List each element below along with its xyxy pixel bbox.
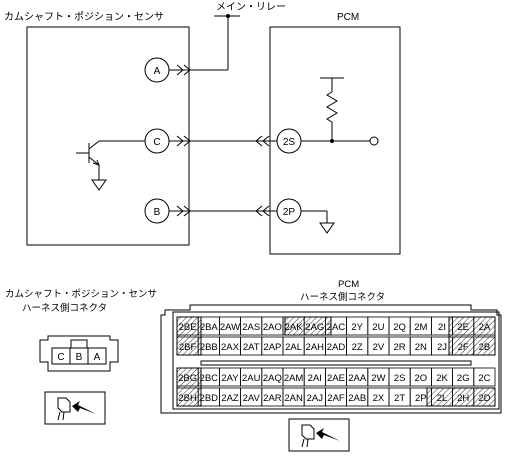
ground-symbol-pcm — [319, 222, 335, 234]
pcm-pin-label: 2X — [373, 393, 385, 404]
pcm-pin-cell — [473, 367, 496, 387]
pcm-pin-label: 2AP — [263, 342, 281, 353]
pcm-pin-cell — [473, 336, 496, 356]
sensor-connector-latch — [70, 339, 88, 349]
pcm-pin-cell — [473, 316, 496, 336]
pcm-pin-label: 2AM — [284, 373, 304, 384]
pcm-pin-label: 2Y — [351, 322, 363, 333]
sensor-pin-c-label: C — [153, 137, 160, 148]
pcm-pin-label: 2AE — [327, 373, 345, 384]
pcm-pin-label: 2O — [414, 373, 427, 384]
pcm-pin-label: 2B — [479, 342, 491, 353]
pullup-resistor — [326, 91, 338, 123]
pcm-pin-label: 2AB — [348, 393, 366, 404]
connector-arrow-a — [176, 64, 191, 76]
pcm-box — [269, 26, 401, 255]
sensor-pin-a-label: A — [154, 66, 161, 77]
pcm-pin-label: 2AK — [285, 322, 304, 333]
pcm-connector-center-rib — [200, 360, 472, 366]
pcm-input-node — [369, 136, 379, 146]
sensor-view-arrow-icon — [72, 401, 96, 414]
pcm-pin-label: 2AL — [285, 342, 302, 353]
sensor-title: カムシャフト・ポジション・センサ — [4, 11, 164, 23]
pcm-pin-label: 2T — [394, 393, 405, 404]
pcm-pin-label: 2AU — [242, 373, 261, 384]
pcm-pin-label: 2C — [478, 373, 490, 384]
pcm-pin-label: 2V — [373, 342, 385, 353]
pcm-pin-label: 2E — [457, 322, 469, 333]
pcm-title: PCM — [337, 12, 359, 23]
pcm-pin-label: 2G — [457, 373, 470, 384]
pcm-pin-label: 2BH — [178, 393, 197, 404]
pcm-pin-label: 2AJ — [307, 393, 324, 404]
pcm-pin-label: 2AH — [306, 342, 325, 353]
pcm-pin-label: 2AO — [263, 322, 282, 333]
sensor-connector-pin-a: A — [94, 352, 101, 363]
pcm-pin-label: 2N — [415, 342, 427, 353]
pcm-pin-label: 2BD — [200, 393, 219, 404]
pcm-pin-label: 2D — [478, 393, 490, 404]
pcm-pin-label: 2AV — [243, 393, 261, 404]
pcm-pin-label: 2AA — [348, 373, 367, 384]
pcm-pin-label: 2AR — [263, 393, 282, 404]
sensor-box — [26, 26, 190, 246]
pcm-pin-label: 2AD — [327, 342, 346, 353]
sensor-connector-title-2: ハーネス側コネクタ — [22, 302, 107, 314]
pcm-pin-label: 2AW — [220, 322, 240, 333]
pcm-pin-label: 2A — [479, 322, 491, 333]
sensor-view-connector-icon — [57, 397, 71, 413]
pcm-pin-label: 2AT — [243, 342, 260, 353]
pcm-pin-label: 2AG — [305, 322, 324, 333]
pcm-pin-label: 2H — [457, 393, 469, 404]
pcm-pin-label: 2AN — [284, 393, 303, 404]
pcm-pin-label: 2J — [437, 342, 447, 353]
pcm-pin-label: 2AQ — [263, 373, 282, 384]
pcm-view-direction-box — [288, 418, 350, 452]
pcm-pin-label: 2P — [415, 393, 427, 404]
pcm-pin-label: 2F — [458, 342, 469, 353]
pcm-terminal-2p-label: 2P — [283, 207, 296, 218]
pcm-pin-label: 2AX — [221, 342, 240, 353]
pcm-pin-label: 2BE — [179, 322, 197, 333]
pcm-pin-label: 2M — [414, 322, 427, 333]
sensor-view-direction-box — [44, 391, 106, 425]
pcm-pin-label: 2I — [438, 322, 446, 333]
pcm-pin-label: 2AZ — [221, 393, 239, 404]
pcm-connector-face — [172, 311, 500, 410]
ground-symbol-sensor — [91, 179, 107, 191]
pcm-pin-label: 2BF — [179, 342, 197, 353]
pcm-pin-label: 2AY — [221, 373, 239, 384]
pcm-terminal-2s-label: 2S — [283, 137, 296, 148]
main-relay-label: メイン・リレー — [216, 2, 286, 13]
pcm-pin-label: 2AC — [327, 322, 346, 333]
pcm-pin-label: 2L — [437, 393, 448, 404]
sensor-connector-pin-c: C — [57, 352, 64, 363]
pcm-pin-label: 2K — [436, 373, 448, 384]
pcm-pin-label: 2AF — [327, 393, 345, 404]
pcm-pin-label: 2U — [372, 322, 384, 333]
pcm-pin-label: 2BB — [200, 342, 218, 353]
pcm-connector-title-1: PCM — [338, 279, 359, 290]
pcm-pin-label: 2S — [394, 373, 406, 384]
pcm-connector-housing — [160, 304, 502, 414]
pcm-view-arrow-icon — [316, 428, 340, 441]
sensor-connector-pin-b: B — [76, 352, 83, 363]
pcm-pin-label: 2Z — [352, 342, 363, 353]
pcm-pin-label: 2BC — [200, 373, 219, 384]
pcm-pin-label: 2AI — [308, 373, 322, 384]
sensor-connector-title-1: カムシャフト・ポジション・センサ — [5, 289, 157, 300]
pcm-pin-label: 2BG — [178, 373, 197, 384]
pcm-pin-label: 2R — [394, 342, 406, 353]
pcm-pin-label: 2W — [371, 373, 385, 384]
pcm-pin-label: 2AS — [242, 322, 260, 333]
pcm-view-connector-icon — [301, 424, 315, 440]
pcm-pin-label: 2Q — [393, 322, 406, 333]
pcm-connector-title-2: ハーネス側コネクタ — [300, 291, 385, 303]
pcm-pin-cell — [473, 387, 496, 407]
sensor-connector-housing — [39, 335, 119, 372]
sensor-pin-b-label: B — [154, 207, 161, 218]
pcm-pin-label: 2BA — [200, 322, 219, 333]
